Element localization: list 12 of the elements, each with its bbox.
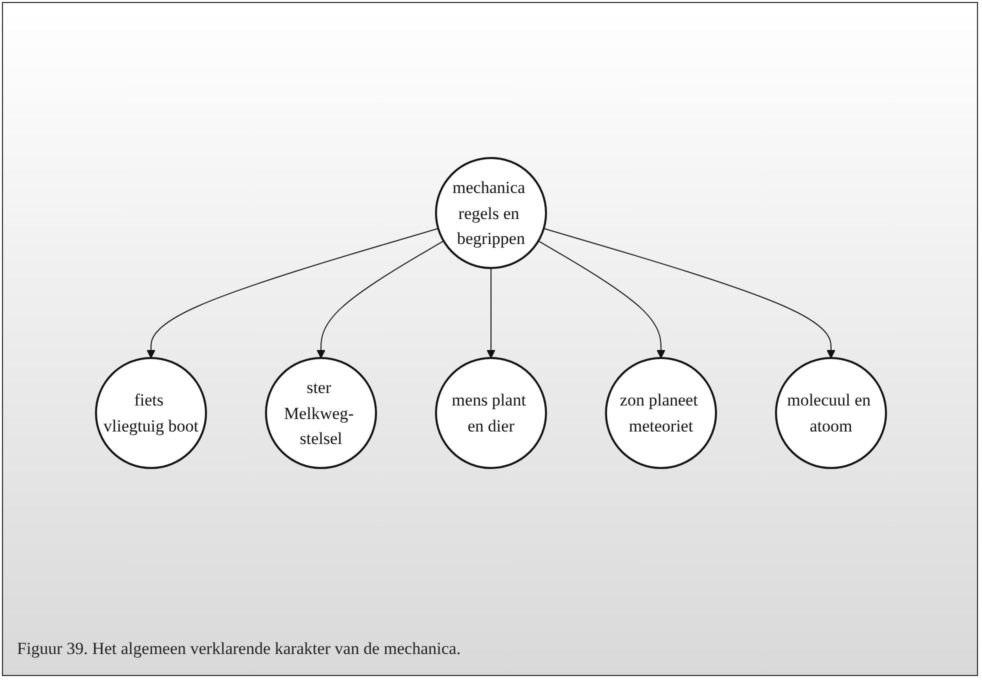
arrow: [538, 240, 666, 358]
arrow: [316, 240, 444, 358]
node-circle: [265, 357, 377, 469]
node-circle: [95, 357, 207, 469]
arrow: [146, 228, 439, 358]
arrow: [543, 228, 836, 358]
node-circle: [435, 157, 547, 269]
node-circle: [605, 357, 717, 469]
node-circle: [775, 357, 887, 469]
arrow: [486, 268, 496, 358]
caption: Figuur 39. Het algemeen verklarende karakter van de mechanica.: [17, 639, 461, 659]
node-circle: [435, 357, 547, 469]
